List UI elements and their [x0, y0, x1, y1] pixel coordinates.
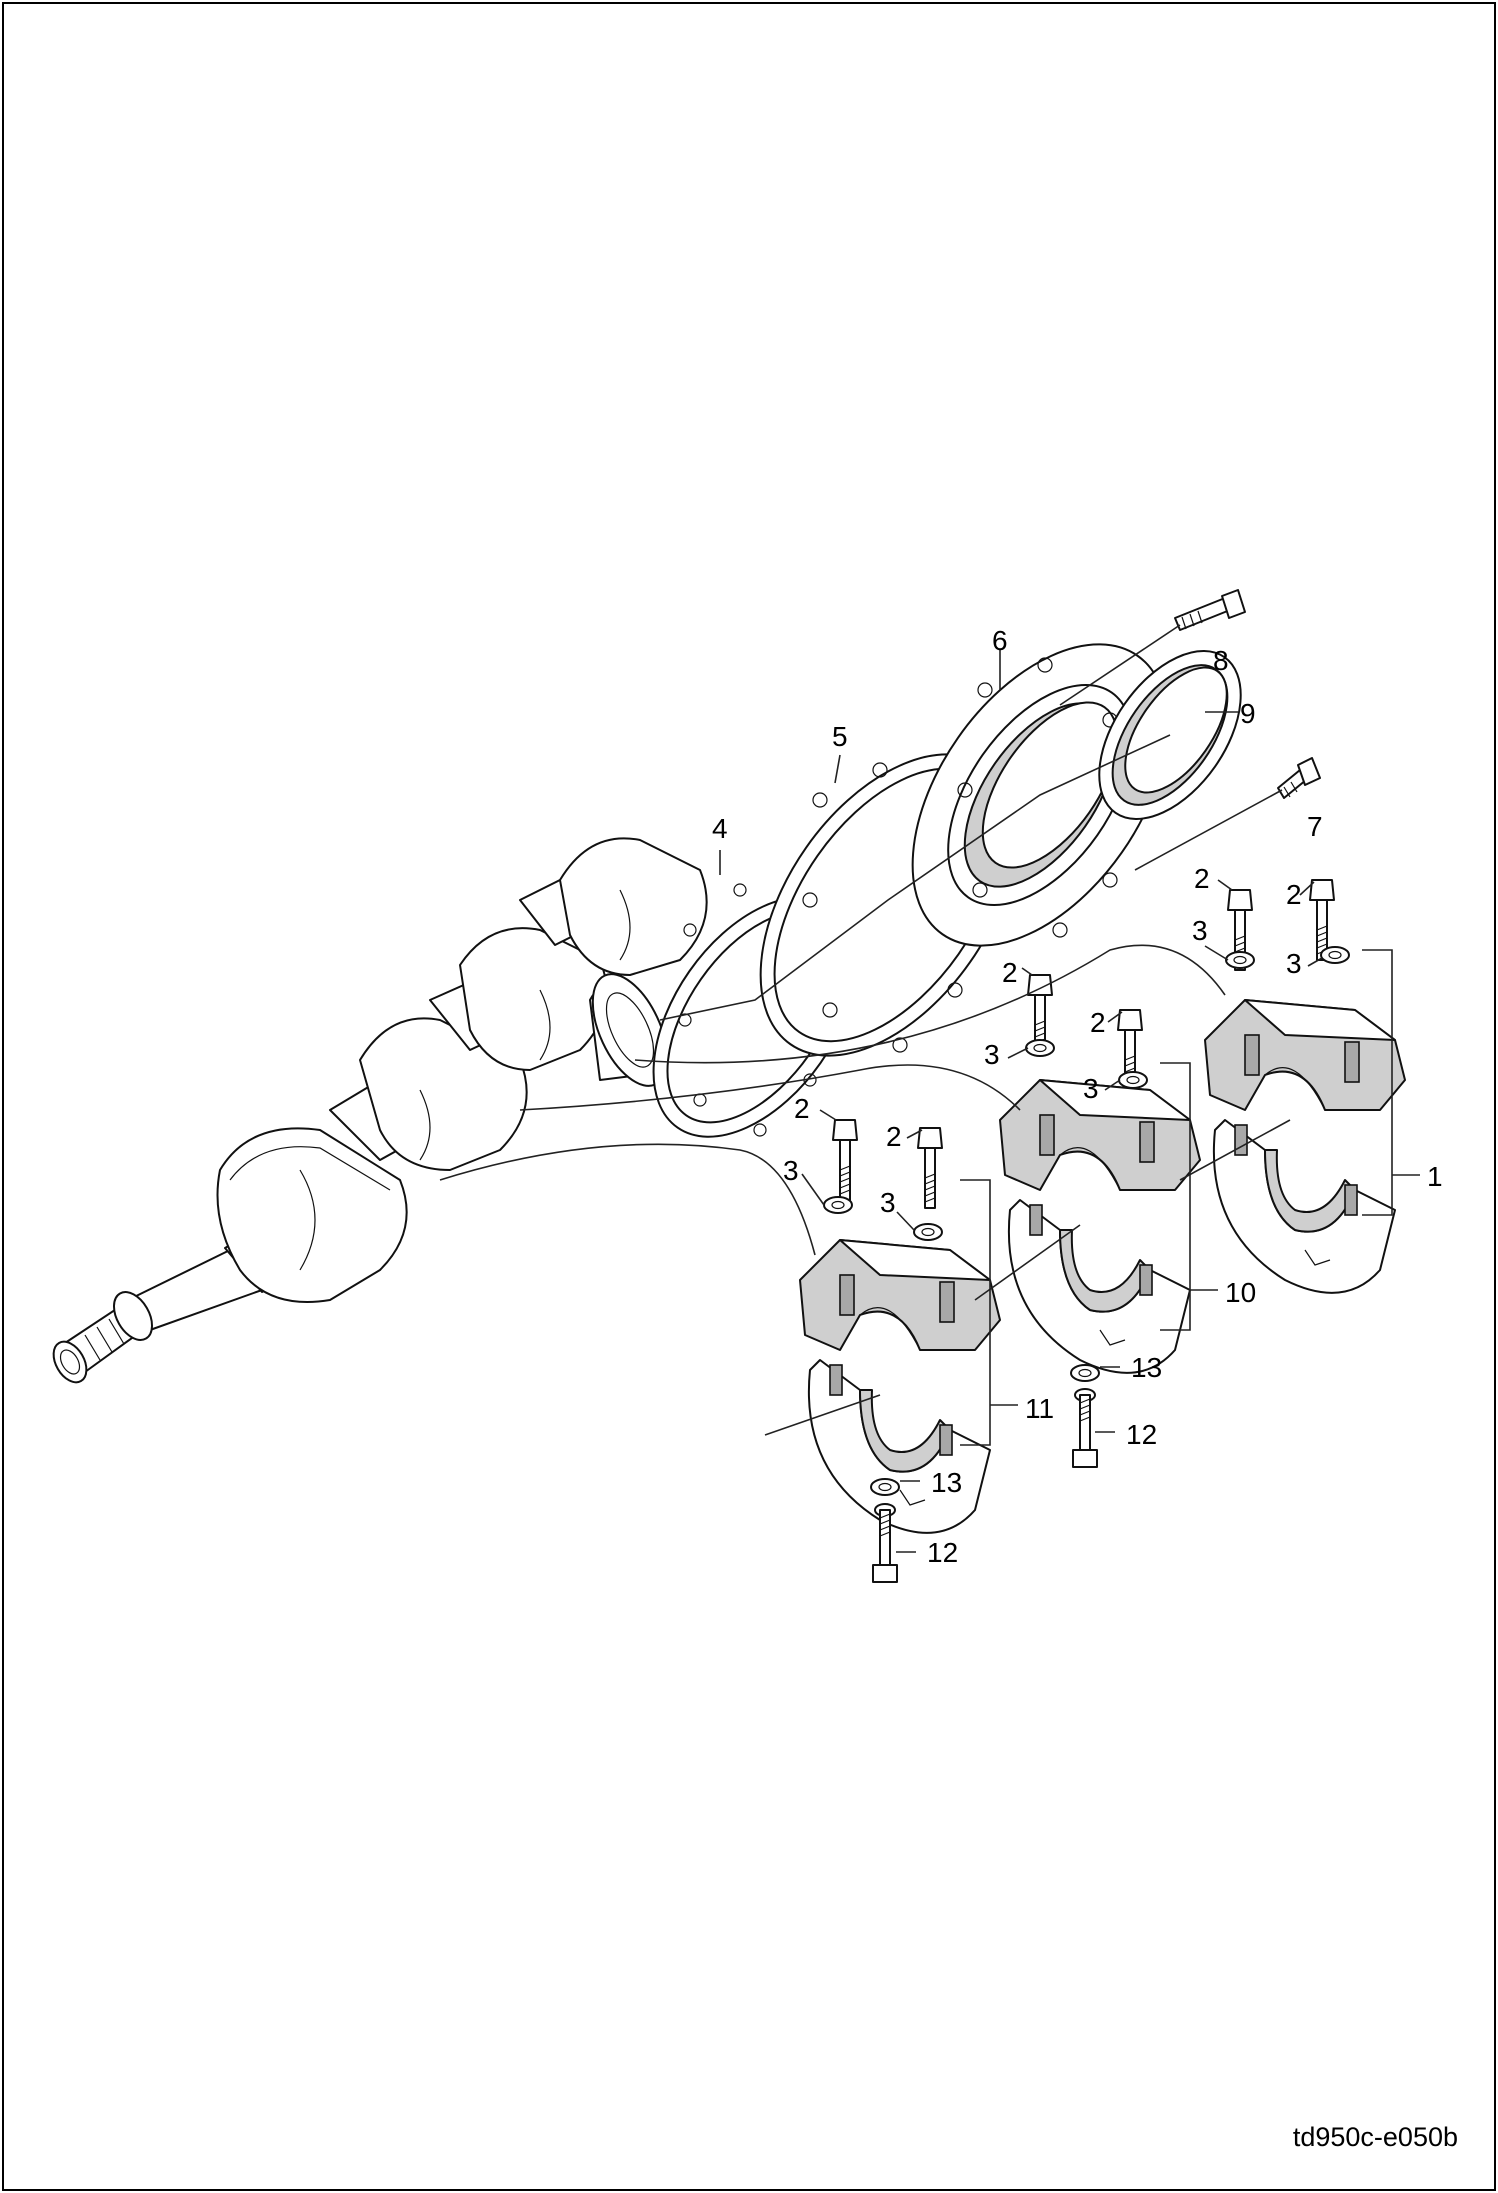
callout-2: 2	[1286, 879, 1302, 910]
callout-2: 2	[886, 1121, 902, 1152]
callout-8: 8	[1213, 645, 1229, 676]
callout-3: 3	[1083, 1073, 1099, 1104]
callout-5: 5	[832, 721, 848, 752]
callout-labels: 1 2 2 2 2 2 2 3 3 3 3 3 3 4 5 6 7 8 9 10…	[712, 625, 1443, 1568]
callout-2: 2	[1194, 863, 1210, 894]
callout-1: 1	[1427, 1161, 1443, 1192]
callout-9: 9	[1240, 698, 1256, 729]
drawing-reference-code: td950c-e050b	[1293, 2122, 1458, 2152]
callout-2: 2	[794, 1093, 810, 1124]
main-bearing-cap-part-1	[1204, 879, 1406, 1294]
bolt-part-7	[1277, 757, 1321, 799]
callout-13: 13	[931, 1467, 962, 1498]
leader-lines	[439, 624, 1420, 1553]
callout-2: 2	[1002, 957, 1018, 988]
crankshaft	[52, 837, 708, 1384]
bolt-part-8	[1174, 589, 1246, 631]
callout-11: 11	[1025, 1393, 1054, 1424]
callout-7: 7	[1307, 811, 1323, 842]
main-bearing-cap-part-11	[799, 1119, 1001, 1583]
callout-3: 3	[1192, 915, 1208, 946]
callout-3: 3	[984, 1039, 1000, 1070]
callout-12: 12	[1126, 1419, 1157, 1450]
callout-2: 2	[1090, 1007, 1106, 1038]
callout-3: 3	[1286, 948, 1302, 979]
callout-12: 12	[927, 1537, 958, 1568]
callout-6: 6	[992, 625, 1008, 656]
callout-3: 3	[783, 1155, 799, 1186]
callout-3: 3	[880, 1187, 896, 1218]
callout-4: 4	[712, 813, 728, 844]
callout-10: 10	[1225, 1277, 1256, 1308]
callout-13: 13	[1131, 1352, 1162, 1383]
